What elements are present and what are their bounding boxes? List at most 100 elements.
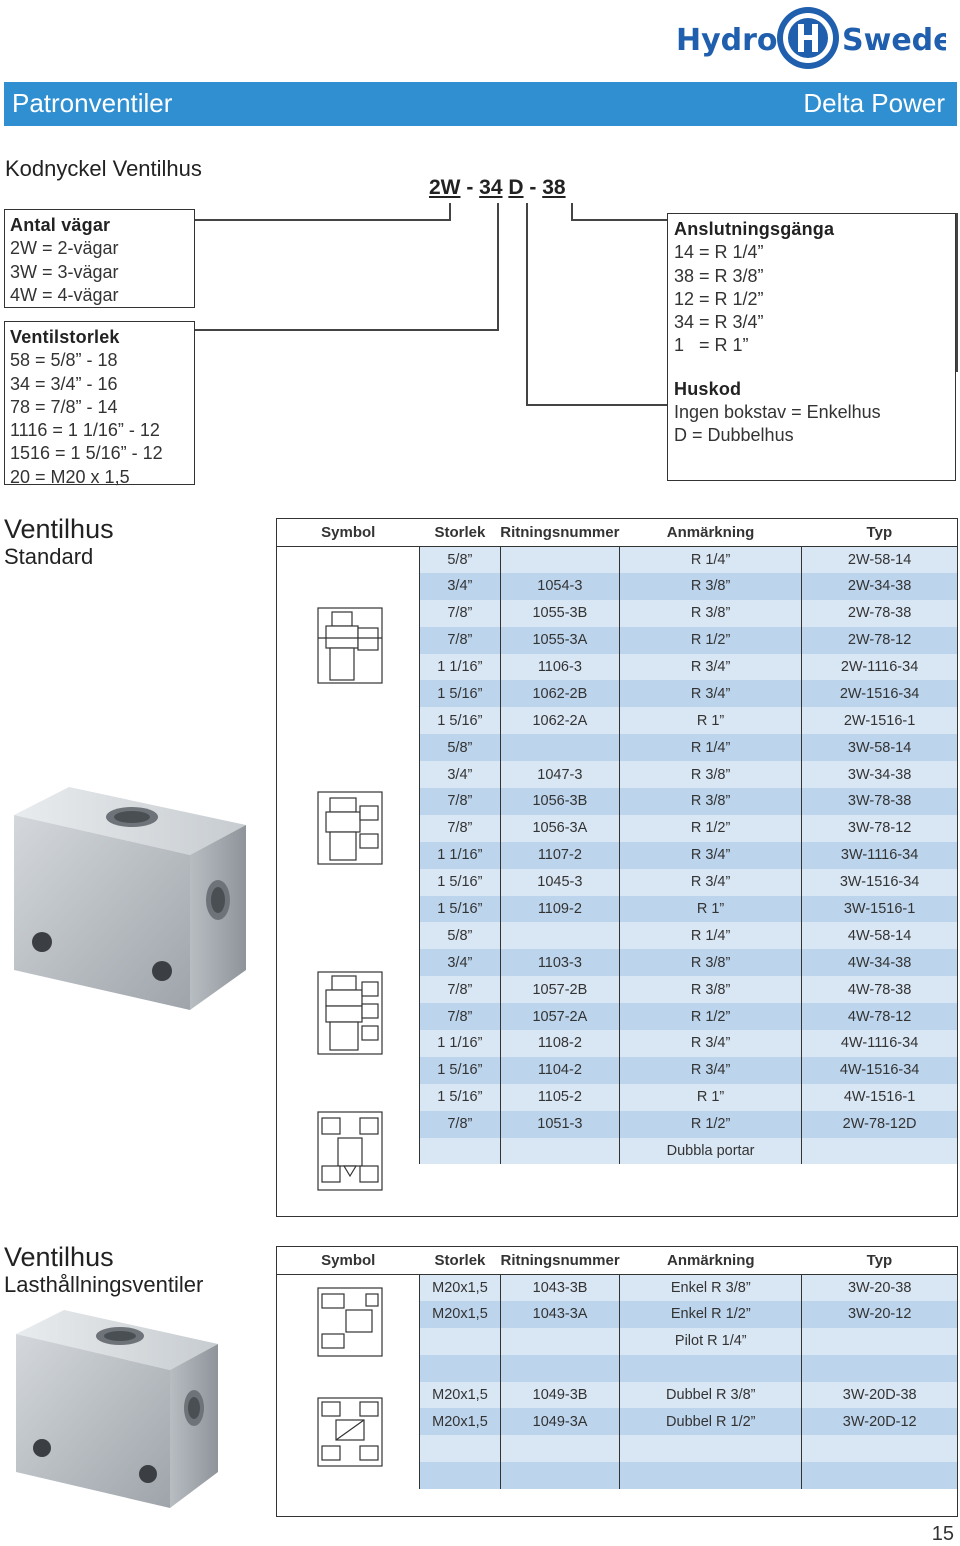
size-cell: 7/8” <box>419 599 501 627</box>
section-subtitle: Standard <box>4 544 94 569</box>
load-holding-heading: Ventilhus Lasthållningsventiler <box>4 1243 203 1298</box>
col-header-drawing: Ritningsnummer <box>500 519 620 547</box>
remark-cell <box>619 1435 803 1463</box>
type-cell: 3W-1516-34 <box>801 868 957 896</box>
remark-cell: R 3/8” <box>619 599 803 627</box>
remark-cell: R 1/2” <box>619 1003 803 1031</box>
drawing-cell: 1109-2 <box>500 895 620 923</box>
symbol-double-load-icon <box>317 1397 383 1467</box>
code-part-size: 34 <box>479 176 503 199</box>
type-cell: 3W-1116-34 <box>801 841 957 869</box>
symbol-single-load-icon <box>317 1287 383 1357</box>
drawing-cell: 1054-3 <box>500 572 620 600</box>
standard-table-frame: Symbol Storlek Ritningsnummer Anmärkning… <box>276 518 958 1217</box>
col-header-type: Typ <box>801 519 957 547</box>
remark-cell: R 3/8” <box>619 788 803 815</box>
table-row: 5/8”R 1/4”2W-58-14 <box>277 546 957 573</box>
symbol-3w-icon <box>317 791 383 865</box>
remark-cell: R 1/2” <box>619 626 803 654</box>
remark-cell: Enkel R 1/2” <box>619 1300 803 1328</box>
type-cell <box>801 1327 957 1355</box>
symbol-cell <box>277 761 420 789</box>
table-row: 5/8”R 1/4”4W-58-14 <box>277 922 957 950</box>
drawing-cell <box>500 734 620 762</box>
remark-cell: R 3/8” <box>619 572 803 600</box>
size-cell: 1 5/16” <box>419 680 501 708</box>
size-cell: 1 5/16” <box>419 868 501 896</box>
remark-cell: R 3/4” <box>619 841 803 869</box>
drawing-cell: 1056-3B <box>500 788 620 815</box>
type-cell: 2W-78-12 <box>801 626 957 654</box>
symbol-cell <box>277 572 420 600</box>
section-title: Ventilhus <box>4 1242 114 1272</box>
symbol-4w-icon <box>317 971 383 1055</box>
drawing-cell: 1057-2B <box>500 976 620 1004</box>
size-cell <box>419 1327 501 1355</box>
symbol-double-icon <box>317 1111 383 1191</box>
size-cell: 3/4” <box>419 761 501 789</box>
page-number: 15 <box>931 1523 954 1545</box>
standard-heading: Ventilhus Standard <box>4 515 114 570</box>
type-cell: 2W-58-14 <box>801 546 957 573</box>
size-cell: 1 1/16” <box>419 841 501 869</box>
key-connector-lines <box>195 203 958 406</box>
drawing-cell: 1055-3B <box>500 599 620 627</box>
size-cell: 1 5/16” <box>419 707 501 735</box>
remark-cell: R 3/4” <box>619 680 803 708</box>
type-cell: 2W-78-12D <box>801 1110 957 1138</box>
remark-cell: R 3/4” <box>619 868 803 896</box>
symbol-cell <box>277 1056 420 1084</box>
remark-cell: R 1/4” <box>619 546 803 573</box>
remark-cell <box>619 1354 803 1382</box>
size-cell: 1 5/16” <box>419 1083 501 1111</box>
section-subtitle: Lasthållningsventiler <box>4 1272 204 1297</box>
drawing-cell <box>500 1327 621 1355</box>
type-cell: 2W-1116-34 <box>801 653 957 681</box>
load-holding-block-photo <box>16 1310 218 1508</box>
type-cell: 4W-1516-34 <box>801 1056 957 1084</box>
remark-cell: Enkel R 3/8” <box>619 1274 803 1301</box>
size-cell: M20x1,5 <box>419 1300 501 1328</box>
remark-cell: R 1/4” <box>619 922 803 950</box>
type-cell: 3W-20D-12 <box>801 1408 957 1436</box>
company-logo: Hydro Swede <box>676 2 954 72</box>
drawing-cell: 1105-2 <box>500 1083 620 1111</box>
symbol-cell <box>277 707 420 735</box>
type-cell: 3W-20-12 <box>801 1300 957 1328</box>
ways-legend-box: Antal vägar 2W = 2-vägar 3W = 3-vägar 4W… <box>4 209 195 308</box>
remark-cell: R 3/4” <box>619 653 803 681</box>
drawing-cell: 1062-2B <box>500 680 620 708</box>
type-cell: 2W-34-38 <box>801 572 957 600</box>
size-cell: 3/4” <box>419 949 501 977</box>
symbol-cell <box>277 1354 420 1382</box>
col-header-symbol: Symbol <box>277 1247 420 1275</box>
type-cell: 2W-1516-34 <box>801 680 957 708</box>
remark-cell: R 1” <box>619 707 803 735</box>
col-header-remark: Anmärkning <box>619 519 802 547</box>
drawing-cell: 1108-2 <box>500 1030 620 1057</box>
type-cell: 2W-1516-1 <box>801 707 957 735</box>
code-part-ways: 2W <box>429 176 461 199</box>
drawing-cell: 1055-3A <box>500 626 620 654</box>
logo-text-right: Swede <box>842 23 946 58</box>
type-cell <box>801 1435 957 1463</box>
size-cell: 1 1/16” <box>419 653 501 681</box>
type-cell: 4W-1516-1 <box>801 1083 957 1111</box>
type-cell: 3W-78-12 <box>801 814 957 842</box>
type-cell <box>801 1137 957 1165</box>
size-cell: M20x1,5 <box>419 1274 501 1301</box>
size-cell <box>419 1137 501 1165</box>
remark-cell: R 3/4” <box>619 1030 803 1057</box>
size-cell: 5/8” <box>419 922 501 950</box>
size-cell: 1 5/16” <box>419 1056 501 1084</box>
symbol-cell <box>277 895 420 923</box>
